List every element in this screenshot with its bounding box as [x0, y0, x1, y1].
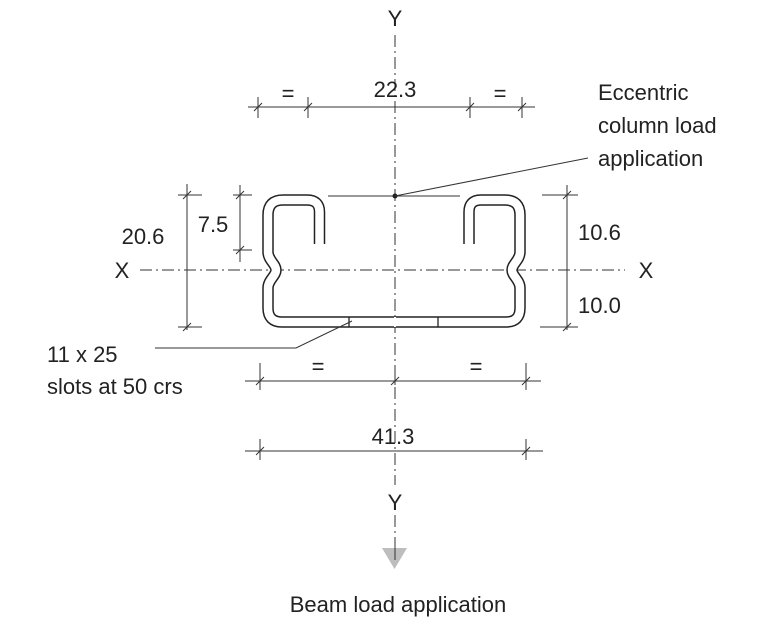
left-dimensions: 20.6 7.5	[122, 184, 252, 332]
beam-load-label: Beam load application	[290, 592, 506, 617]
top-dimension: = 22.3 =	[248, 77, 535, 118]
overall-height-label: 20.6	[122, 224, 165, 249]
y-axis-label-top: Y	[388, 6, 403, 31]
slots-label-1: 11 x 25	[47, 342, 118, 367]
bottom-equal-dimension: = =	[245, 354, 541, 390]
eccentric-label-3: application	[598, 146, 703, 171]
bottom-equal-right: =	[470, 354, 483, 379]
upper-height-label: 10.6	[578, 220, 621, 245]
top-equal-right: =	[494, 81, 507, 106]
lip-depth-label: 7.5	[198, 212, 229, 237]
eccentric-label-1: Eccentric	[598, 80, 688, 105]
lower-height-label: 10.0	[578, 293, 621, 318]
bottom-equal-left: =	[312, 354, 325, 379]
eccentric-label-2: column load	[598, 113, 717, 138]
top-equal-left: =	[282, 81, 295, 106]
eccentric-leader	[394, 157, 589, 197]
channel-profile	[262, 194, 526, 328]
top-width-label: 22.3	[374, 77, 417, 102]
x-axis-label-left: X	[115, 258, 130, 283]
right-dimensions: 10.6 10.0	[540, 185, 621, 332]
overall-width-label: 41.3	[372, 424, 415, 449]
y-axis-label-bottom: Y	[388, 490, 403, 515]
x-axis-label-right: X	[639, 258, 654, 283]
slots-leader	[155, 320, 353, 349]
overall-width-dimension: 41.3	[245, 424, 543, 460]
slots-label-2: slots at 50 crs	[47, 374, 183, 399]
